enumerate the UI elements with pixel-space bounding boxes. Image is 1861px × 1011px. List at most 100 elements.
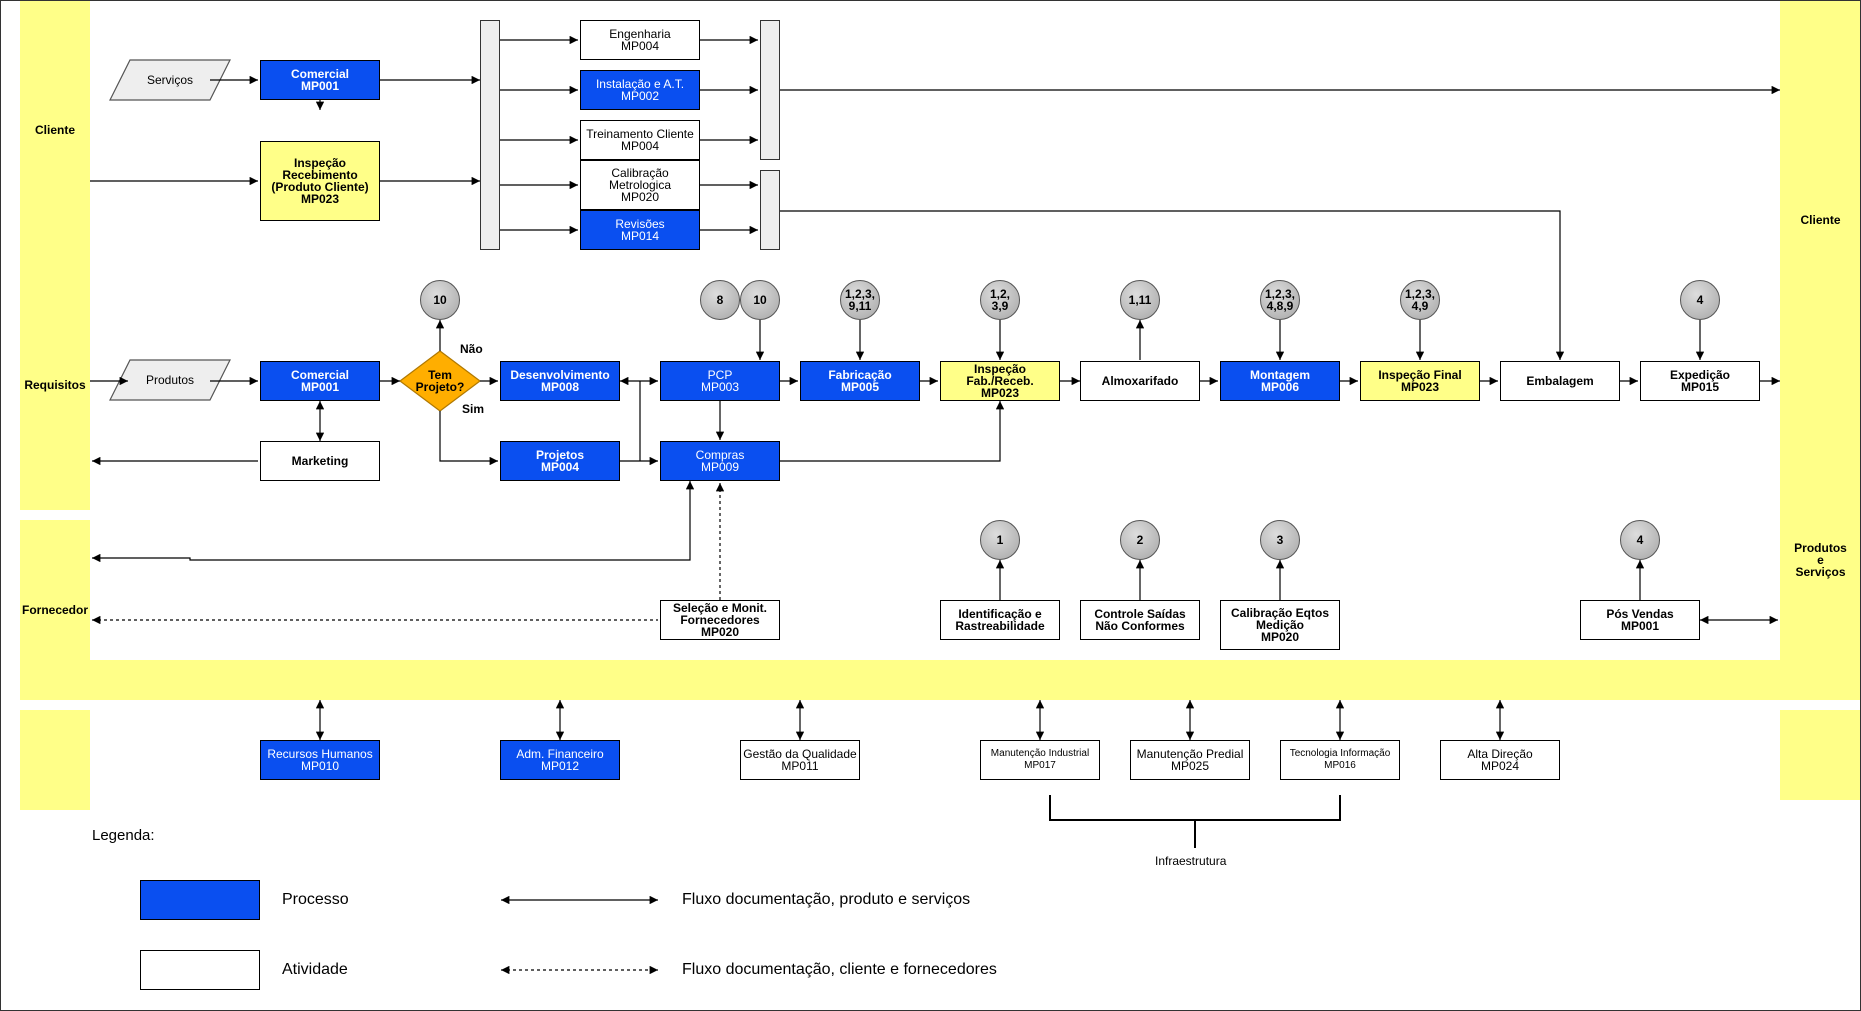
- node-line: Inspeção: [293, 156, 347, 170]
- embalagem-node[interactable]: Embalagem: [1500, 361, 1620, 401]
- lane-label-line: Produtos: [1794, 541, 1847, 555]
- circle-text: 4: [1696, 293, 1704, 307]
- node-line: Seleção e Monit.: [672, 601, 768, 615]
- lane-label-line: e: [1817, 553, 1824, 567]
- node-line: Manutenção Predial: [1136, 747, 1244, 761]
- node-line: Calibração Eqtos: [1230, 606, 1330, 620]
- node-line: Tecnologia Informação: [1289, 748, 1391, 759]
- node-line: MP008: [540, 380, 580, 394]
- circle-text: 1,2,: [989, 287, 1010, 301]
- almoxarifado-node[interactable]: Almoxarifado: [1080, 361, 1200, 401]
- node-line: MP020: [1260, 630, 1300, 644]
- produtos-label: Produtos: [145, 373, 195, 387]
- lane-cliente-left: Cliente: [20, 0, 90, 260]
- node-line: MP003: [700, 380, 740, 394]
- ref-circle-calibracao: 3: [1260, 520, 1300, 560]
- node-line: MP016: [1324, 760, 1356, 771]
- lane-label: Fornecedor: [21, 603, 88, 617]
- node-line: Almoxarifado: [1101, 374, 1179, 388]
- lane-label-line: Serviços: [1795, 565, 1846, 579]
- node-line: Engenharia: [609, 27, 671, 41]
- node-line: Alta Direção: [1467, 747, 1533, 761]
- ref-circle-controle: 2: [1120, 520, 1160, 560]
- lane-support-right: [1780, 710, 1861, 800]
- node-line: Tem: [428, 368, 452, 382]
- node-line: Comercial: [290, 67, 350, 81]
- ref-circle-expedicao: 4: [1680, 280, 1720, 320]
- node-line: MP002: [620, 89, 660, 103]
- node-line: Marketing: [291, 454, 349, 468]
- node-line: Embalagem: [1526, 374, 1594, 388]
- node-line: Recebimento: [282, 168, 358, 182]
- node-line: MP017: [1024, 760, 1056, 771]
- circle-text: 4: [1636, 533, 1644, 547]
- node-line: MP001: [1620, 619, 1660, 633]
- marketing-node[interactable]: Marketing: [260, 441, 380, 481]
- node-line: Desenvolvimento: [510, 368, 610, 382]
- circle-text: 9,11: [848, 299, 872, 313]
- node-line: Treinamento Cliente: [586, 127, 694, 141]
- circle-text: 3,9: [991, 299, 1009, 313]
- lane-label: Requisitos: [24, 378, 86, 392]
- node-line: MP024: [1480, 759, 1520, 773]
- circle-text: 1,11: [1128, 293, 1152, 307]
- legend-process-swatch: [140, 880, 260, 920]
- lane-label: Cliente: [34, 123, 75, 137]
- circle-text: 1,2,3,: [1404, 287, 1436, 301]
- node-line: Fabricação: [828, 368, 892, 382]
- servicos-label: Serviços: [146, 73, 193, 87]
- node-line: MP023: [300, 192, 340, 206]
- produtos-shape: [109, 359, 231, 401]
- node-line: Rastreabilidade: [955, 619, 1045, 633]
- node-line: Expedição: [1669, 368, 1731, 382]
- ref-circle-fabricacao: 1,2,3,9,11: [840, 280, 880, 320]
- instalacao-node[interactable]: Instalação e A.T.MP002: [580, 70, 700, 110]
- legend-activity-swatch: [140, 950, 260, 990]
- ref-circle-pos-vendas: 4: [1620, 520, 1660, 560]
- node-line: Projeto?: [415, 380, 465, 394]
- infraestrutura-label: Infraestrutura: [1155, 854, 1227, 868]
- lane-support-left: [20, 710, 90, 810]
- node-line: Montagem: [1250, 368, 1310, 382]
- node-line: MP011: [781, 759, 819, 773]
- node-line: Adm. Financeiro: [516, 747, 604, 761]
- circle-text: 2: [1136, 533, 1144, 547]
- node-line: MP020: [620, 190, 660, 204]
- node-line: Calibração: [611, 166, 669, 180]
- node-line: MP001: [300, 79, 340, 93]
- ref-circle-pcp-a: 8: [700, 280, 740, 320]
- lane-bottom-bar: [20, 660, 1860, 700]
- ref-circle-montagem: 1,2,3,4,8,9: [1260, 280, 1300, 320]
- node-line: Fornecedores: [680, 613, 760, 627]
